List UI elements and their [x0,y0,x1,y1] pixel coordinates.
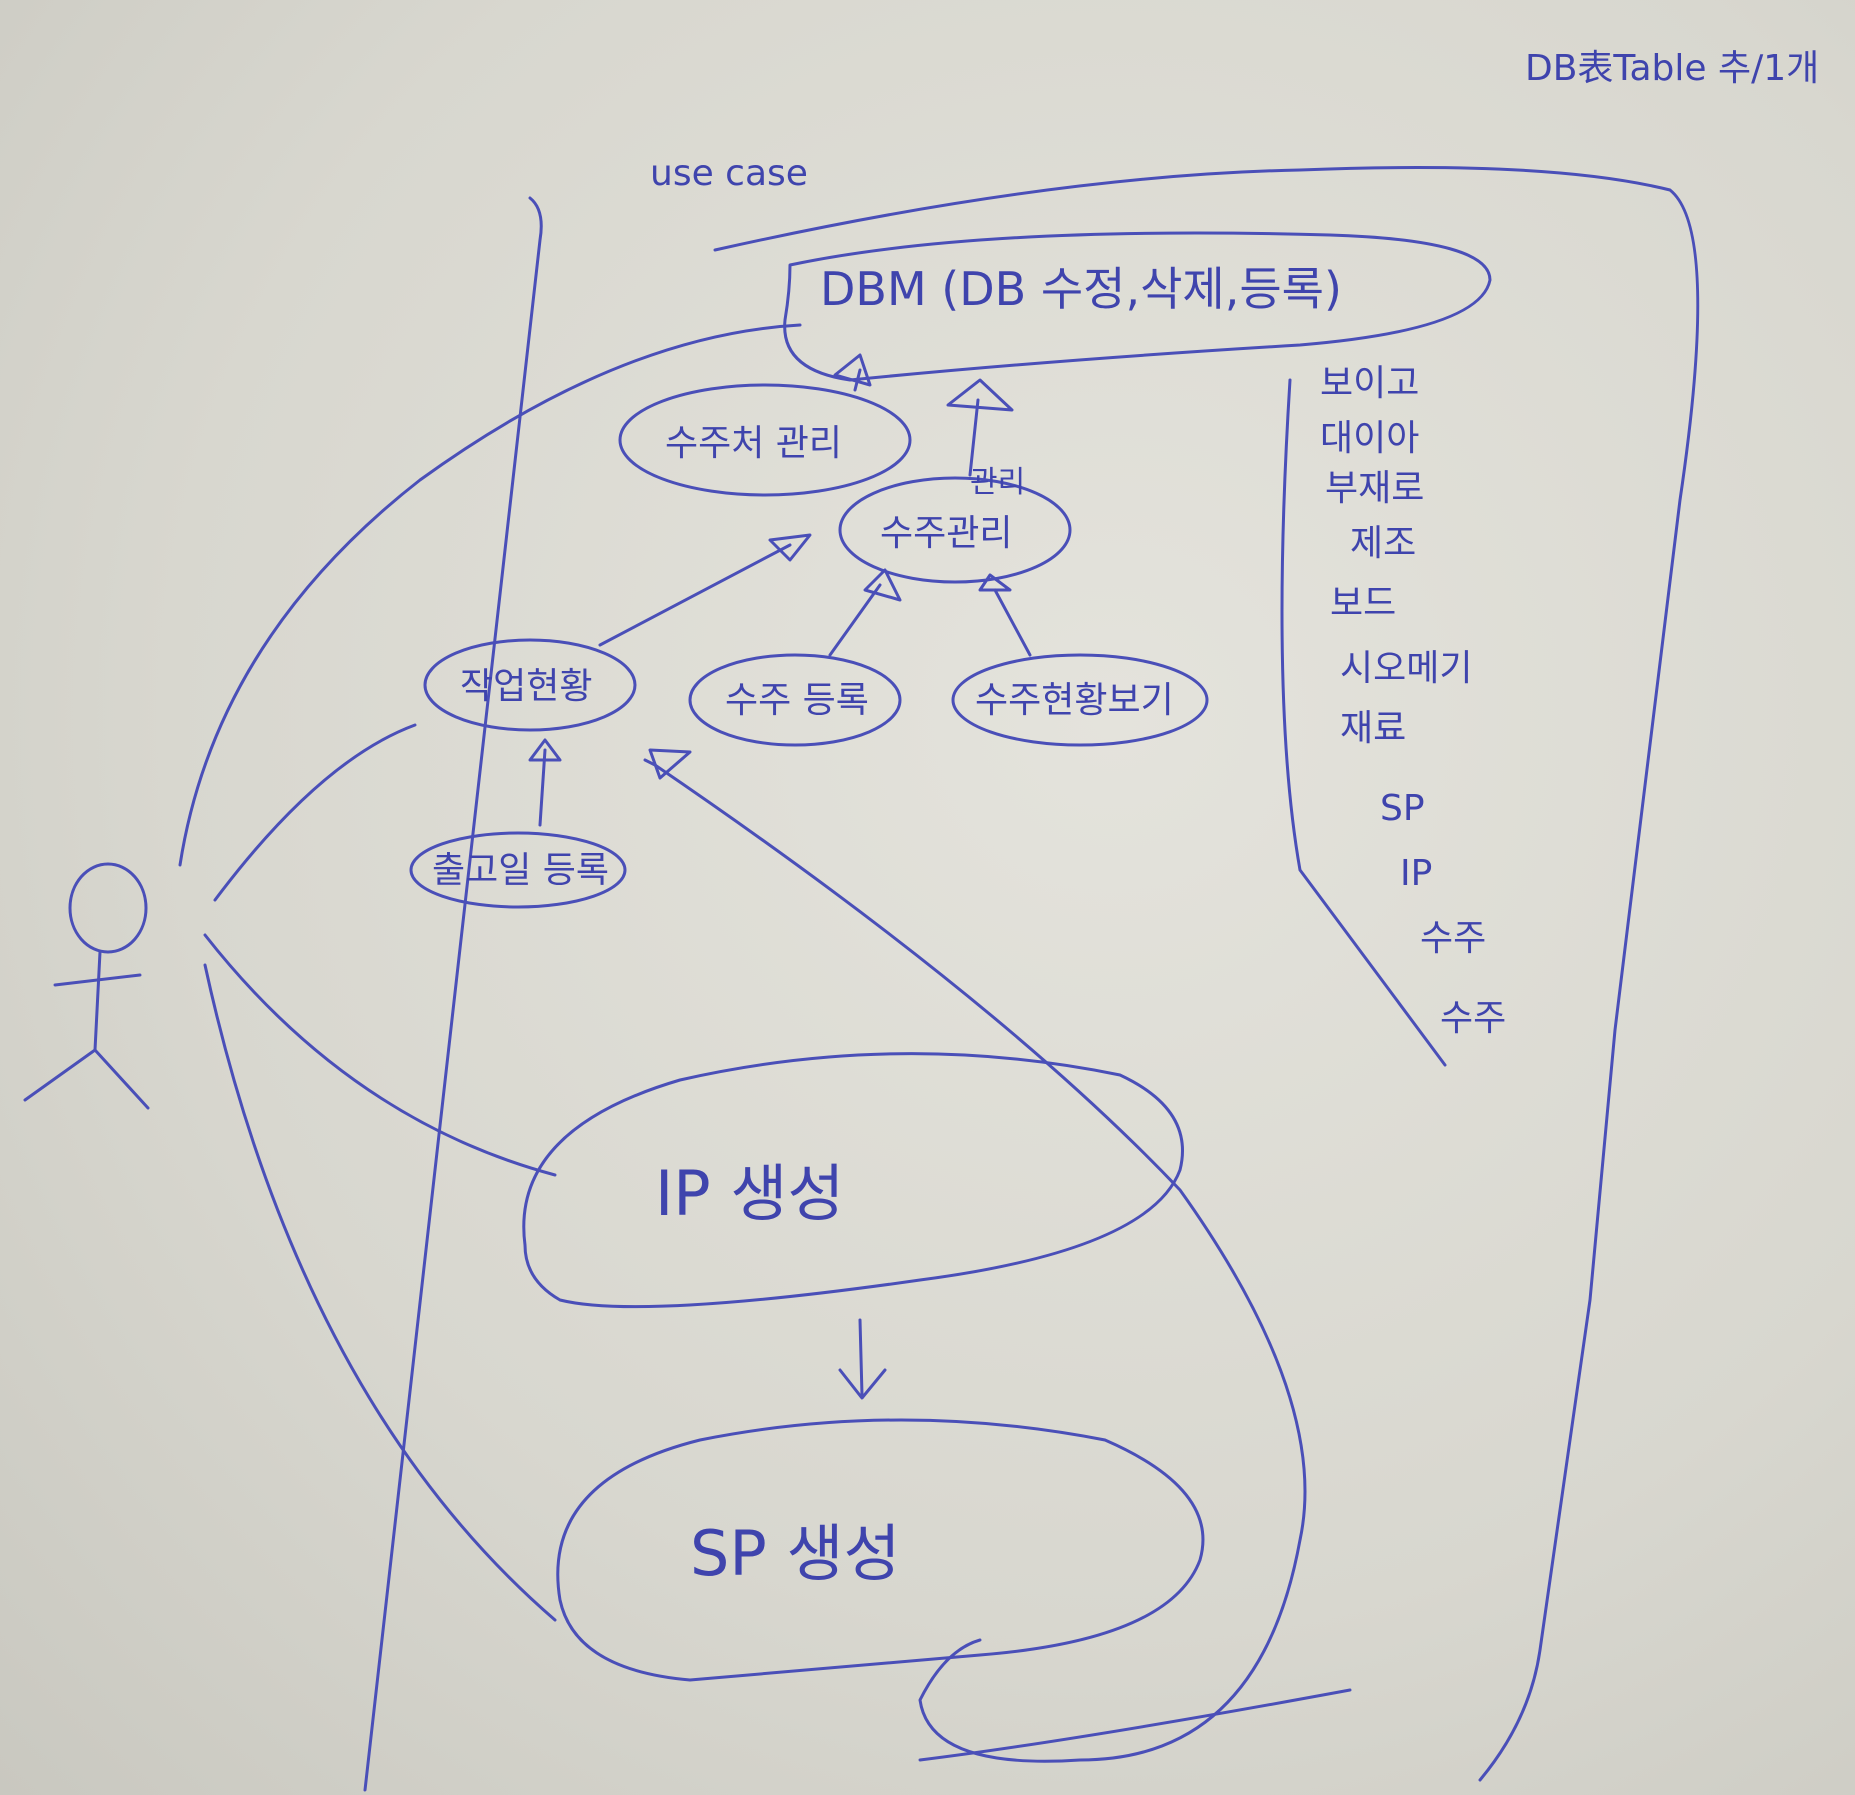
link-actor-dbm [178,323,802,867]
usecase-order-mgmt: 수주관리 [880,513,1012,554]
side-list-item: 보이고 [1320,363,1419,404]
arrow-order-to-dbm [968,398,980,477]
side-list-item: 제조 [1350,523,1416,564]
loop-ip-to-order-status [653,763,1307,1763]
arrow-status-to-order [993,588,1032,657]
side-list-item: 시오메기 [1340,648,1472,689]
usecase-order-register: 수주 등록 [725,680,869,721]
system-boundary-left [363,196,543,1792]
side-list-item: IP [1400,853,1432,894]
usecase-sp-create: SP 생성 [690,1517,901,1590]
usecase-order-annotation: 관리 [970,465,1025,500]
usecase-order-register-shape [688,653,902,747]
usecase-sp-shape [556,1418,1205,1682]
usecase-order-status-view: 수주현황보기 [975,680,1174,721]
usecase-order-mgmt-shape [838,476,1072,584]
link-actor-sp [203,963,557,1622]
system-boundary-bottom [918,1688,1352,1762]
frame-label: use case [650,153,808,194]
header-note: DB表Table 추/1개 [1525,48,1819,89]
link-actor-ip [203,933,557,1177]
system-boundary-top-right [713,166,1700,1782]
side-list-item: 수주 [1440,998,1506,1039]
usecase-dbm: DBM (DB 수정,삭제,등록) [820,262,1342,316]
usecase-shipping-register: 출고일 등록 [432,850,609,891]
usecase-buyer-shape [618,383,912,497]
side-list-item: 대이아 [1320,418,1419,459]
actor-stick-figure [23,862,150,1110]
usecase-work-status-shape [423,638,637,732]
side-list-item: 보드 [1330,583,1396,624]
side-list-item: 수주 [1420,918,1486,959]
side-list-bracket [1280,378,1447,1067]
usecase-work-status: 작업현황 [460,666,592,707]
side-list-item: 부재로 [1325,468,1424,509]
arrow-register-to-order [828,583,882,657]
usecase-ip-create: IP 생성 [655,1157,844,1230]
side-list-item: SP [1380,788,1425,829]
arrow-ip-to-sp [858,1318,864,1397]
link-actor-work-status [213,723,417,902]
arrow-work-to-order [598,543,792,647]
usecase-order-status-shape [951,653,1209,747]
usecase-buyer-mgmt: 수주처 관리 [665,423,842,464]
usecase-shipping-shape [409,831,627,909]
side-list-item: 재료 [1340,708,1406,749]
side-list: 보이고 대이아 부재로 제조 보드 시오메기 재료 SP IP 수주 수주 [1320,363,1506,1039]
usecase-ip-shape [522,1052,1184,1309]
arrow-ip-to-work [643,758,657,767]
usecase-dbm-shape [783,231,1492,382]
arrow-shipping-to-work [538,748,547,827]
